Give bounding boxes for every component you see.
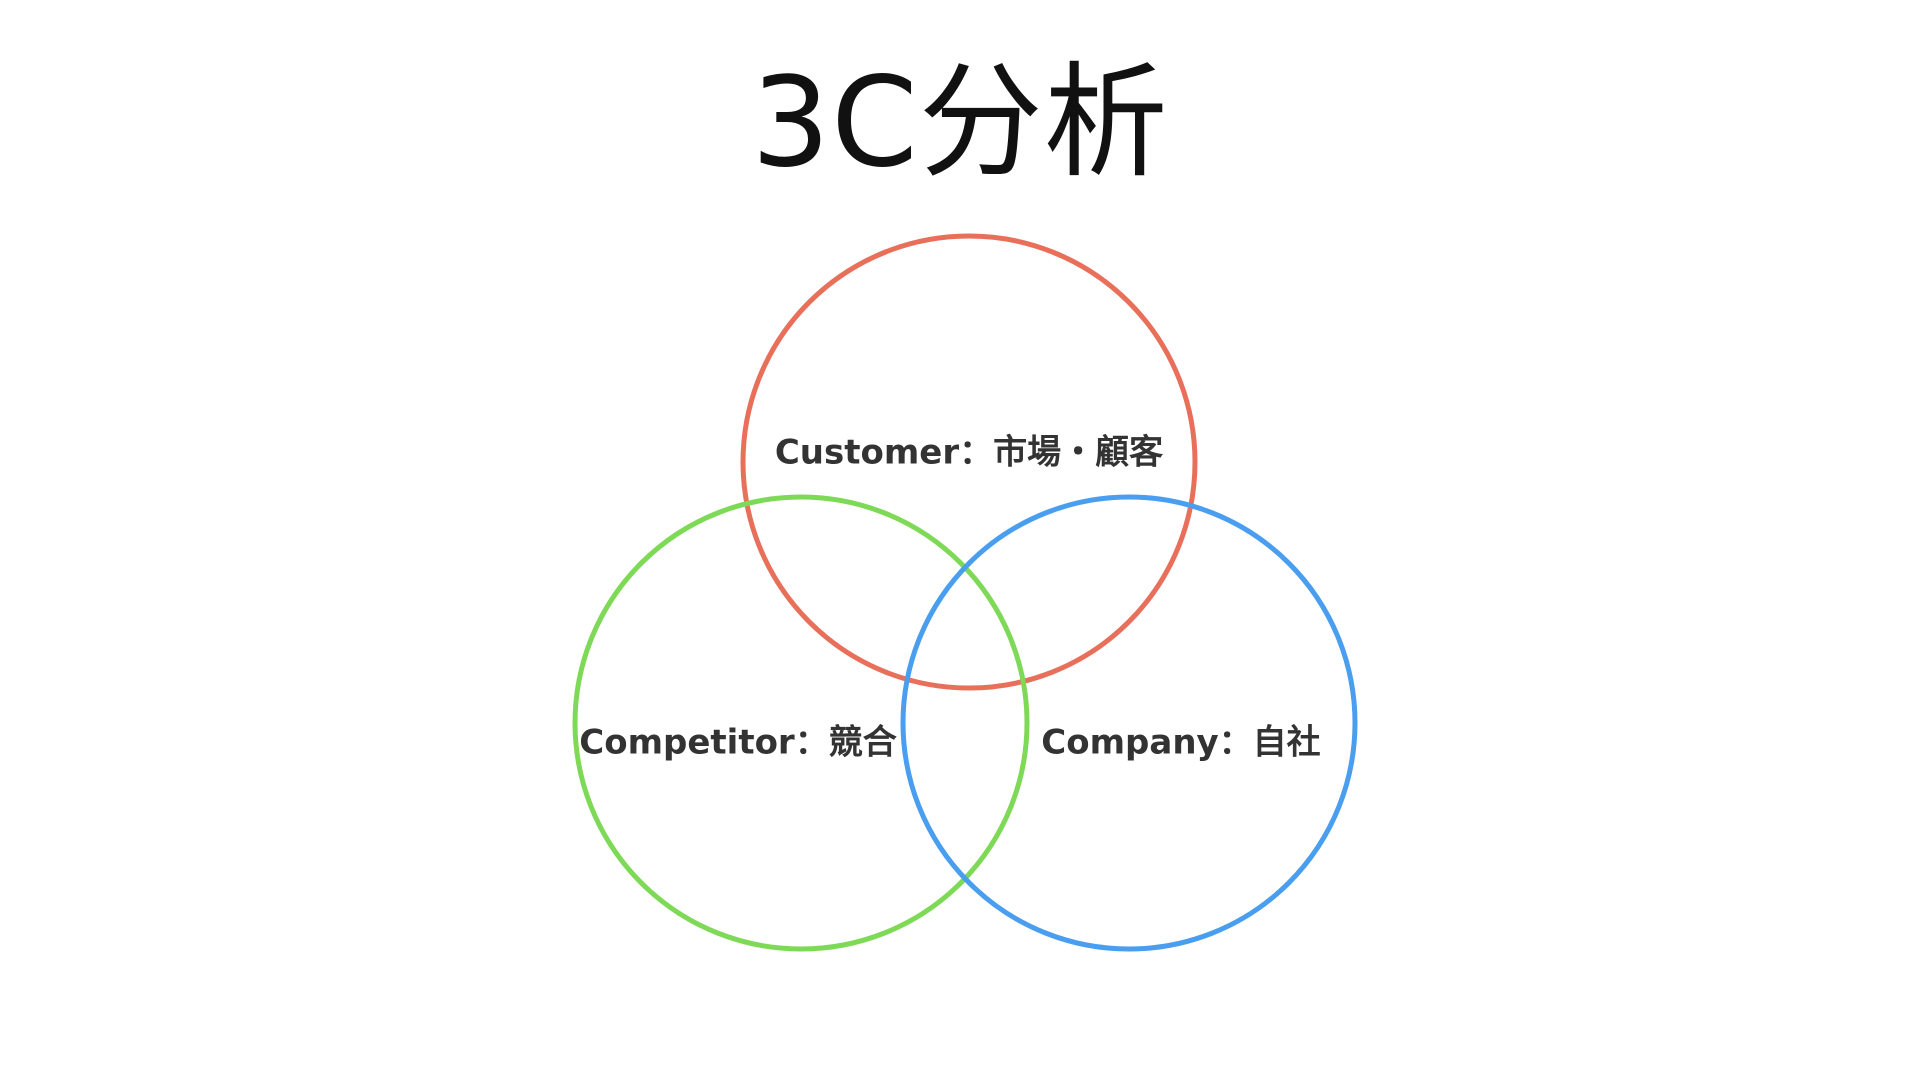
competitor-circle [572, 494, 1030, 952]
customer-circle [740, 233, 1198, 691]
customer-label: Customer：市場・顧客 [775, 433, 1163, 473]
company-circle [900, 494, 1358, 952]
competitor-label: Competitor：競合 [579, 723, 896, 763]
slide-title: 3C分析 [751, 51, 1169, 195]
company-label: Company：自社 [1041, 723, 1320, 763]
